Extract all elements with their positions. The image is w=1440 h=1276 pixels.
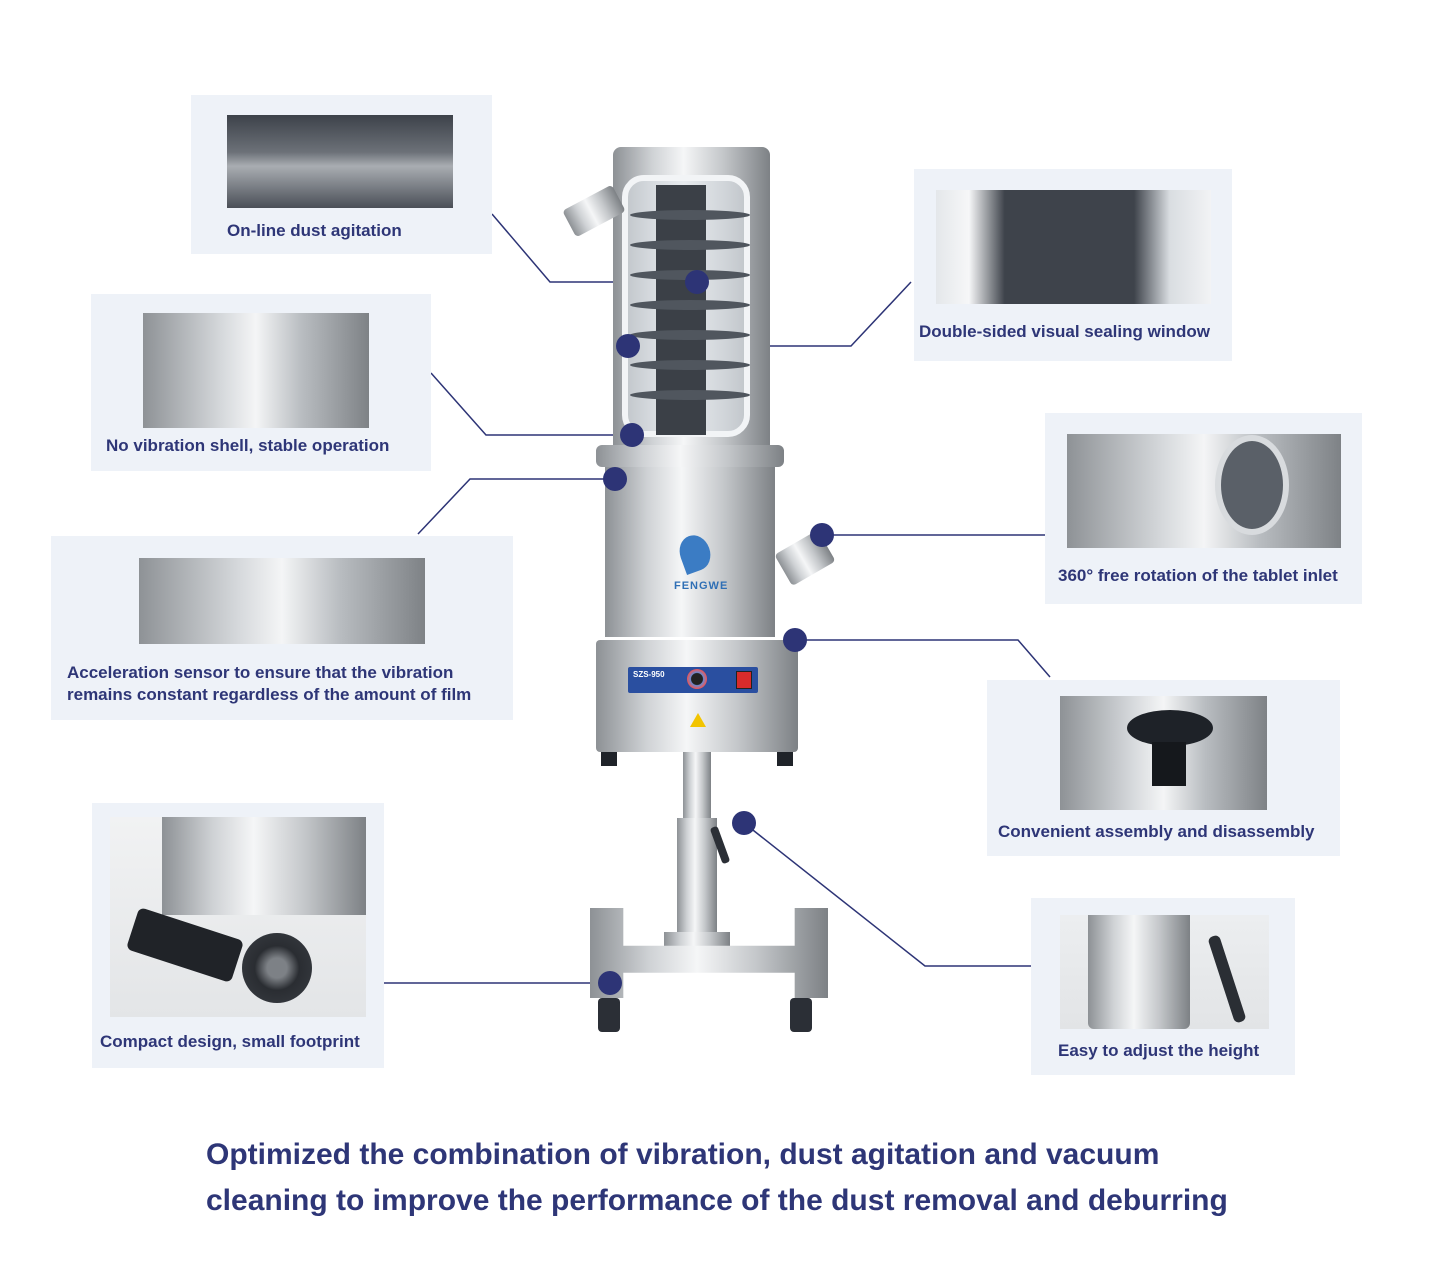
marker-shell [620, 423, 644, 447]
leader-sensor [417, 478, 615, 535]
height-sleeve [1088, 915, 1190, 1029]
marker-height [732, 811, 756, 835]
speed-knob[interactable] [687, 669, 707, 689]
feature-card-window: Double-sided visual sealing window [914, 169, 1232, 361]
feature-card-height: Easy to adjust the height [1031, 898, 1295, 1075]
caster-wheel-icon [242, 933, 312, 1003]
headline-line1: Optimized the combination of vibration, … [206, 1138, 1160, 1171]
feature-caption: On-line dust agitation [227, 221, 402, 240]
marker-agitation [685, 270, 709, 294]
caster-left [598, 998, 620, 1032]
marker-sensor [603, 467, 627, 491]
caster-housing [162, 817, 366, 915]
inlet-opening-icon [1215, 435, 1289, 535]
feature-photo-agitation [227, 115, 453, 208]
marker-compact [598, 971, 622, 995]
stand-collar [664, 932, 730, 950]
feature-photo-window [936, 190, 1211, 304]
leader-shell [430, 372, 632, 436]
feature-photo-inlet [1067, 434, 1341, 548]
feature-caption: Easy to adjust the height [1058, 1041, 1260, 1060]
control-box [596, 640, 798, 752]
feature-caption: Compact design, small footprint [100, 1032, 360, 1051]
warning-icon [690, 713, 706, 727]
feature-photo-sensor [139, 558, 425, 644]
feature-caption: Double-sided visual sealing window [919, 322, 1210, 341]
model-plate: SZS-950 [633, 670, 665, 679]
feature-caption-line2: remains constant regardless of the amoun… [67, 685, 472, 704]
headline-line2: cleaning to improve the performance of t… [206, 1184, 1228, 1217]
power-switch[interactable] [736, 671, 752, 689]
leader-assembly [795, 639, 1051, 678]
marker-inlet [810, 523, 834, 547]
caster-right [790, 998, 812, 1032]
leader-height [743, 822, 1031, 967]
clamp-ring [596, 445, 784, 467]
knob-icon [1127, 710, 1213, 746]
feature-card-assembly: Convenient assembly and disassembly [987, 680, 1340, 856]
feature-caption: No vibration shell, stable operation [106, 436, 390, 455]
feature-card-sensor: Acceleration sensor to ensure that the v… [51, 536, 513, 720]
feature-caption: Convenient assembly and disassembly [998, 822, 1315, 841]
brand-label: FENGWE [674, 580, 729, 592]
feature-caption: 360° free rotation of the tablet inlet [1058, 566, 1338, 585]
stand-sleeve [677, 818, 717, 938]
feature-photo-shell [143, 313, 369, 428]
feature-card-shell: No vibration shell, stable operation [91, 294, 431, 471]
foot-right [777, 752, 793, 766]
marker-assembly [783, 628, 807, 652]
knob-stem [1152, 742, 1186, 786]
feature-caption-line1: Acceleration sensor to ensure that the v… [67, 663, 454, 682]
headline: Optimized the combination of vibration, … [206, 1132, 1228, 1224]
feature-card-agitation: On-line dust agitation [191, 95, 492, 254]
feature-card-compact: Compact design, small footprint [92, 803, 384, 1068]
feature-card-inlet: 360° free rotation of the tablet inlet [1045, 413, 1362, 604]
stand-post [683, 752, 711, 822]
foot-left [601, 752, 617, 766]
marker-window [616, 334, 640, 358]
